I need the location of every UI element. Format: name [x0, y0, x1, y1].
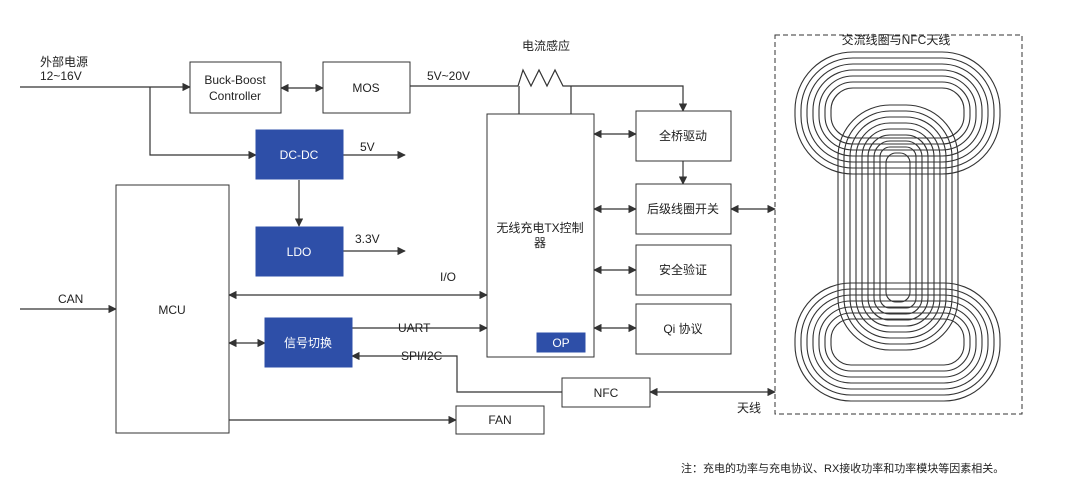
middle-coil-turn — [855, 122, 941, 333]
op-box — [536, 332, 586, 353]
external-power-label-1: 外部电源 — [40, 54, 88, 69]
op-label: OP — [552, 336, 569, 350]
buck-boost-label-1: Buck-Boost — [204, 73, 266, 87]
buck-boost-label-2: Controller — [209, 89, 261, 103]
controller-box — [486, 113, 595, 358]
bottom-coil-turn — [800, 288, 995, 396]
fan-label: FAN — [488, 413, 511, 427]
top-coil-turn — [830, 87, 965, 139]
qi-label: Qi 协议 — [663, 321, 702, 336]
voltage-out-label: 5V~20V — [427, 69, 470, 83]
controller-label-1: 无线充电TX控制 — [496, 220, 583, 235]
bottom-coil-turn — [812, 300, 983, 384]
wire-sense-to-bridge — [570, 85, 688, 112]
middle-coil-turn — [843, 110, 953, 345]
top-coil-turn — [800, 57, 995, 169]
qi-box — [635, 303, 732, 355]
nfc-label: NFC — [594, 386, 619, 400]
ldo-out-label: 3.3V — [355, 232, 380, 246]
dcdc-out-label: 5V — [360, 140, 375, 154]
coil-switch-label: 后级线圈开关 — [647, 202, 719, 216]
wire-ext-to-dcdc — [149, 87, 257, 160]
bottom-coil-turn — [806, 294, 989, 390]
middle-coil-turn — [861, 128, 935, 327]
middle-coil-turn — [837, 104, 959, 351]
mos-box — [322, 61, 411, 114]
bottom-coil-turn — [794, 282, 1001, 402]
top-coil-turn — [812, 69, 983, 157]
current-sense-resistor — [517, 68, 570, 88]
buck-boost-box — [189, 61, 282, 114]
io-label: I/O — [440, 270, 456, 284]
full-bridge-label: 全桥驱动 — [659, 128, 707, 143]
ldo-label: LDO — [287, 245, 312, 259]
uart-label: UART — [398, 321, 431, 335]
wire-spi-i2c — [351, 351, 562, 393]
full-bridge-box — [635, 110, 732, 162]
note-text: 注：充电的功率与充电协议、RX接收功率和功率模块等因素相关。 — [681, 461, 1004, 475]
fan-box — [455, 405, 545, 435]
dcdc-box — [255, 129, 344, 180]
security-box — [635, 244, 732, 296]
current-sense-label: 电流感应 — [522, 38, 570, 53]
bottom-coil-turn — [824, 312, 971, 372]
signal-switch-label: 信号切换 — [284, 336, 332, 350]
middle-coil-turn — [873, 140, 923, 315]
middle-coil-turn — [867, 134, 929, 321]
coil-area-frame — [774, 34, 1023, 415]
can-label: CAN — [58, 292, 83, 306]
controller-label-2: 器 — [534, 236, 546, 250]
middle-coil-turn — [879, 146, 917, 309]
signal-switch-box — [264, 317, 353, 368]
mos-label: MOS — [352, 81, 379, 95]
coil-switch-box — [635, 183, 732, 235]
external-power-label-2: 12~16V — [40, 69, 82, 83]
middle-coil-turn — [849, 116, 947, 339]
top-coil-turn — [794, 51, 1001, 175]
bottom-coil-turn — [818, 306, 977, 378]
coil-windings — [794, 51, 1001, 402]
mcu-label: MCU — [158, 303, 185, 317]
bottom-coil-turn — [830, 318, 965, 366]
middle-coil-turn — [885, 152, 911, 303]
top-coil-turn — [806, 63, 989, 163]
coil-area-title: 交流线圈与NFC天线 — [842, 32, 951, 47]
security-label: 安全验证 — [659, 262, 707, 277]
nfc-box — [561, 377, 651, 408]
top-coil-turn — [818, 75, 977, 151]
antenna-label: 天线 — [737, 401, 761, 415]
mcu-box — [115, 184, 230, 434]
spi-i2c-label: SPI/I2C — [401, 349, 443, 363]
ldo-box — [255, 226, 344, 277]
dcdc-label: DC-DC — [280, 148, 319, 162]
top-coil-turn — [824, 81, 971, 145]
